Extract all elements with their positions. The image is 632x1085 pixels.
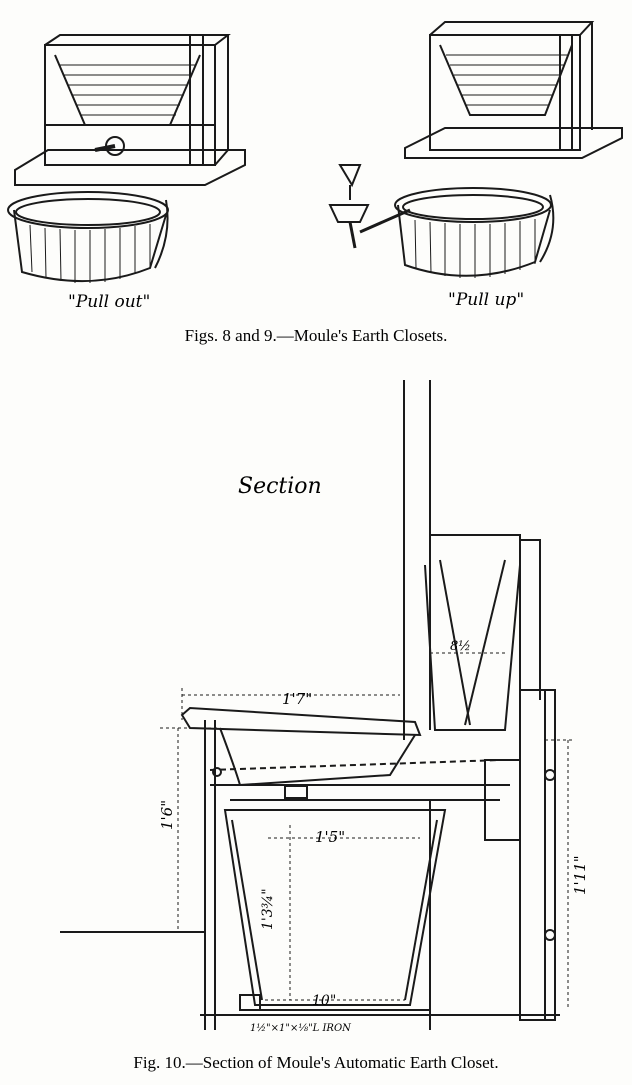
- dim-seat-width: 1'7": [282, 690, 312, 708]
- dim-seat-height: 1'6": [158, 800, 176, 830]
- dim-pail-top: 1'5": [315, 828, 345, 846]
- caption-figs-8-9: Figs. 8 and 9.—Moule's Earth Closets.: [185, 326, 448, 345]
- fig8-earth-closet: [7, 34, 246, 283]
- fig9-earth-closet: [328, 21, 623, 278]
- label-section: Section: [238, 474, 322, 499]
- label-pull-up: "Pull up": [448, 290, 524, 310]
- dim-total-height: 1'11": [571, 855, 589, 895]
- dim-pail-depth: 1'3¾": [260, 888, 276, 930]
- dim-pail-bottom: 10": [312, 993, 336, 1009]
- dim-hopper-width: 8½: [450, 639, 471, 654]
- note-iron: 1½"×1"×⅛"L IRON: [250, 1023, 352, 1034]
- label-pull-out: "Pull out": [68, 292, 150, 312]
- fig10-section-drawing: [60, 380, 575, 1030]
- caption-fig-10: Fig. 10.—Section of Moule's Automatic Ea…: [133, 1053, 498, 1072]
